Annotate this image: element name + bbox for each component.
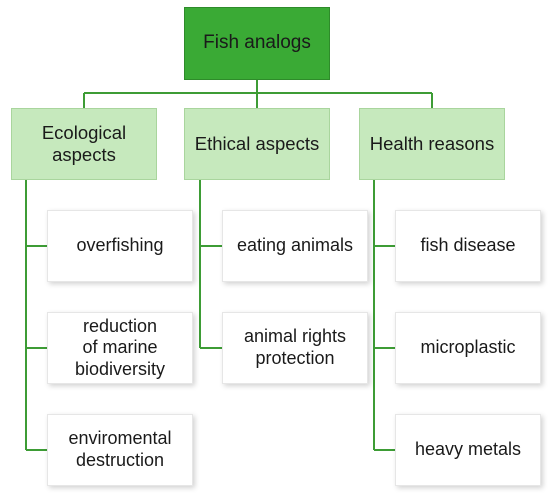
root-node-label: Fish analogs <box>203 32 311 54</box>
category-label-ethical: Ethical aspects <box>194 132 320 154</box>
leaf-node-fish-disease: fish disease <box>395 210 541 282</box>
category-node-ecological-aspects: Ecological aspects <box>11 108 157 180</box>
leaf-node-microplastic: microplastic <box>395 312 541 384</box>
leaf-label: enviromental destruction <box>68 428 172 470</box>
leaf-label: heavy metals <box>414 439 522 460</box>
leaf-node-heavy-metals: heavy metals <box>395 414 541 486</box>
leaf-label: animal rights protection <box>243 326 347 368</box>
leaf-label: eating animals <box>236 235 354 256</box>
category-node-ethical-aspects: Ethical aspects <box>184 108 330 180</box>
leaf-label: fish disease <box>420 235 516 256</box>
leaf-node-animal-rights-protection: animal rights protection <box>222 312 368 384</box>
leaf-node-reduction-of-marine-biodiversity: reduction of marine biodiversity <box>47 312 193 384</box>
leaf-node-overfishing: overfishing <box>47 210 193 282</box>
leaf-label: reduction of marine biodiversity <box>74 315 166 379</box>
leaf-node-enviromental-destruction: enviromental destruction <box>47 414 193 486</box>
leaf-label: overfishing <box>76 235 164 256</box>
leaf-label: microplastic <box>420 337 516 358</box>
category-node-health-reasons: Health reasons <box>359 108 505 180</box>
category-label-health: Health reasons <box>369 132 495 154</box>
category-label-ecological: Ecological aspects <box>41 121 127 165</box>
root-node-fish-analogs: Fish analogs <box>184 7 330 80</box>
leaf-node-eating-animals: eating animals <box>222 210 368 282</box>
